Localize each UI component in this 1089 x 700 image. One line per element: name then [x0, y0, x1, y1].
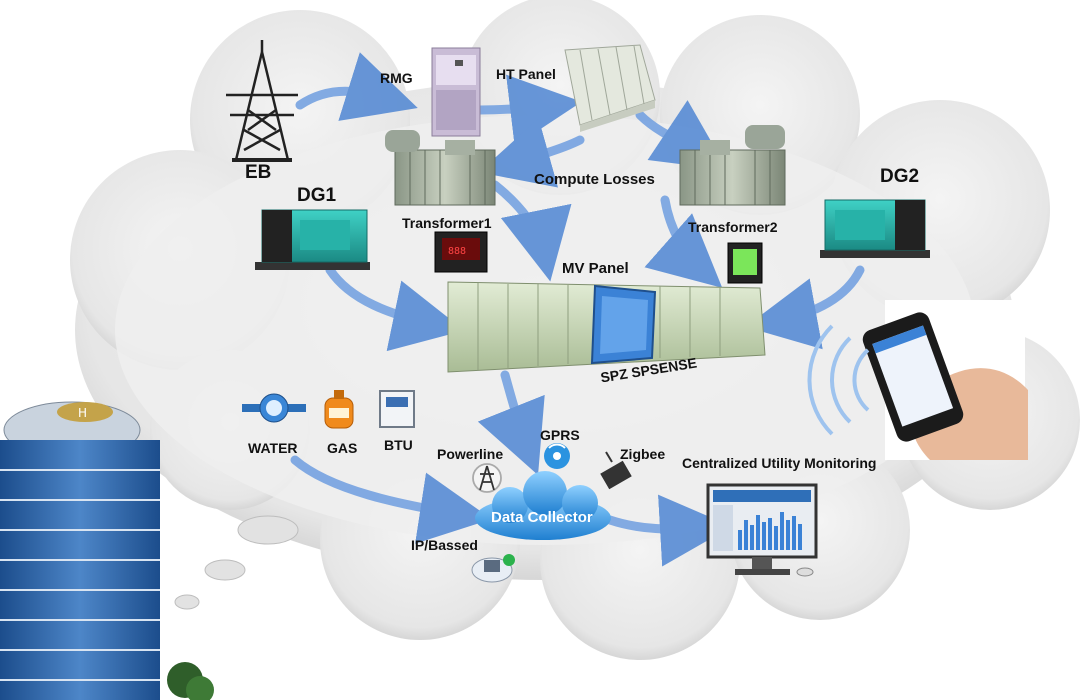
label-transformer1: Transformer1 — [402, 215, 492, 231]
btu-meter-icon — [379, 390, 415, 428]
label-gprs: GPRS — [540, 427, 580, 443]
cloud-icon — [475, 471, 611, 540]
label-ht-panel: HT Panel — [496, 66, 556, 82]
label-compute-losses: Compute Losses — [534, 171, 655, 188]
label-gas: GAS — [327, 440, 358, 456]
arrow-collector-monitor — [605, 494, 732, 567]
gas-cylinder-icon — [324, 390, 354, 429]
mv-panel-icon — [447, 281, 766, 373]
meter-icon: 888 — [434, 231, 488, 273]
transformer-icon — [679, 125, 786, 206]
label-transformer2: Transformer2 — [688, 219, 778, 235]
label-rmg: RMG — [380, 70, 413, 86]
label-ip-bassed: IP/Bassed — [411, 537, 478, 553]
arrow-eb-rmg — [295, 52, 418, 121]
label-mv-panel: MV Panel — [562, 260, 629, 277]
building-icon: H — [0, 401, 214, 700]
tower-icon — [472, 463, 502, 493]
tower-icon — [226, 40, 298, 162]
arrow-dg2-mv — [745, 265, 865, 350]
label-dg2: DG2 — [880, 166, 920, 187]
transformer-icon — [385, 130, 496, 206]
gprs-icon — [544, 443, 570, 469]
label-powerline: Powerline — [437, 446, 504, 462]
ht-panel-icon — [564, 44, 656, 132]
arrow-rmg-ht — [475, 74, 582, 147]
router-icon — [471, 554, 515, 583]
smartphone-icon — [862, 300, 1028, 460]
arrow-mv-collector — [477, 370, 545, 476]
arrow-dg1-mv — [325, 265, 465, 352]
generator-icon — [820, 199, 930, 258]
arrow-transformer1-mv — [490, 180, 572, 282]
generator-icon — [255, 209, 370, 270]
label-data-collector: Data Collector — [491, 509, 593, 526]
arrow-transformer2-mv — [644, 195, 723, 288]
arrow-meters-collector — [290, 455, 492, 544]
meter-icon — [727, 242, 763, 284]
label-zigbee: Zigbee — [620, 446, 666, 462]
wifi-icon — [807, 324, 870, 436]
svg-text:H: H — [78, 406, 87, 420]
label-btu: BTU — [384, 437, 413, 453]
svg-text:888: 888 — [448, 246, 466, 257]
label-dg1: DG1 — [297, 185, 337, 206]
arrow-ht-transformer1 — [478, 118, 585, 188]
flow-arrows — [290, 52, 865, 567]
zigbee-icon — [600, 451, 632, 490]
water-meter-icon — [242, 393, 306, 423]
label-water: WATER — [248, 440, 298, 456]
label-eb: EB — [245, 162, 272, 183]
monitor-icon — [706, 483, 818, 577]
thought-bubbles — [174, 515, 299, 610]
label-centralized-monitoring: Centralized Utility Monitoring — [682, 455, 877, 471]
rmg-cabinet-icon — [431, 47, 481, 137]
